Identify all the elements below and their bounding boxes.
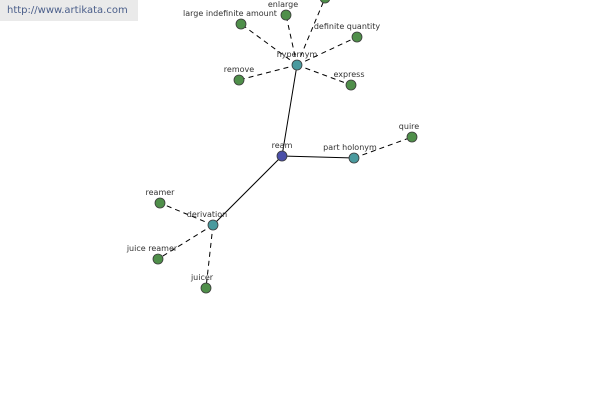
edge-derivation-to-juicer xyxy=(205,224,214,289)
node-definite-quantity[interactable] xyxy=(351,31,363,43)
node-label-juicer: juicer xyxy=(190,273,214,282)
edge-hypernym-to-offscreen-top xyxy=(296,0,325,66)
edge-derivation-to-juice-reamer xyxy=(157,224,214,260)
labels-layer: ream hypernym part holonym derivation enlarg… xyxy=(126,0,419,282)
node-label-remove: remove xyxy=(224,65,254,74)
node-enlarge[interactable] xyxy=(280,9,292,21)
node-part-holonym[interactable] xyxy=(348,152,360,164)
edge-ream-to-derivation xyxy=(212,155,283,226)
edge-hypernym-to-large-indefinite-amount xyxy=(240,23,298,66)
node-large-indefinite-amount[interactable] xyxy=(235,18,247,30)
node-label-part-holonym: part holonym xyxy=(323,143,377,152)
edge-derivation-to-reamer xyxy=(159,202,214,226)
edges-layer xyxy=(157,0,413,289)
site-watermark[interactable]: http://www.artikata.com xyxy=(0,0,138,21)
node-label-reamer: reamer xyxy=(146,188,176,197)
node-reamer[interactable] xyxy=(154,197,166,209)
node-remove[interactable] xyxy=(233,74,245,86)
node-label-large-indefinite-amount: large indefinite amount xyxy=(183,9,277,18)
edge-hypernym-to-definite-quantity xyxy=(296,36,358,66)
node-hypernym[interactable] xyxy=(291,59,303,71)
node-ream[interactable] xyxy=(276,150,288,162)
edge-hypernym-to-express xyxy=(296,64,352,86)
node-express[interactable] xyxy=(345,79,357,91)
node-label-hypernym: hypernym xyxy=(277,50,318,59)
nodes-layer xyxy=(152,0,418,294)
node-label-ream: ream xyxy=(272,141,293,150)
edge-hypernym-to-remove xyxy=(238,64,298,81)
node-offscreen-top[interactable] xyxy=(319,0,331,4)
node-derivation[interactable] xyxy=(207,219,219,231)
node-label-derivation: derivation xyxy=(187,210,227,219)
node-label-quire: quire xyxy=(399,122,419,131)
edge-ream-to-hypernym xyxy=(281,64,298,157)
node-label-definite-quantity: definite quantity xyxy=(314,22,381,31)
node-label-juice-reamer: juice reamer xyxy=(126,244,178,253)
node-juice-reamer[interactable] xyxy=(152,253,164,265)
node-label-enlarge: enlarge xyxy=(268,0,298,9)
edge-ream-to-part-holonym xyxy=(281,155,355,159)
node-juicer[interactable] xyxy=(200,282,212,294)
node-label-express: express xyxy=(334,70,365,79)
edge-part-holonym-to-quire xyxy=(353,136,413,159)
node-quire[interactable] xyxy=(406,131,418,143)
